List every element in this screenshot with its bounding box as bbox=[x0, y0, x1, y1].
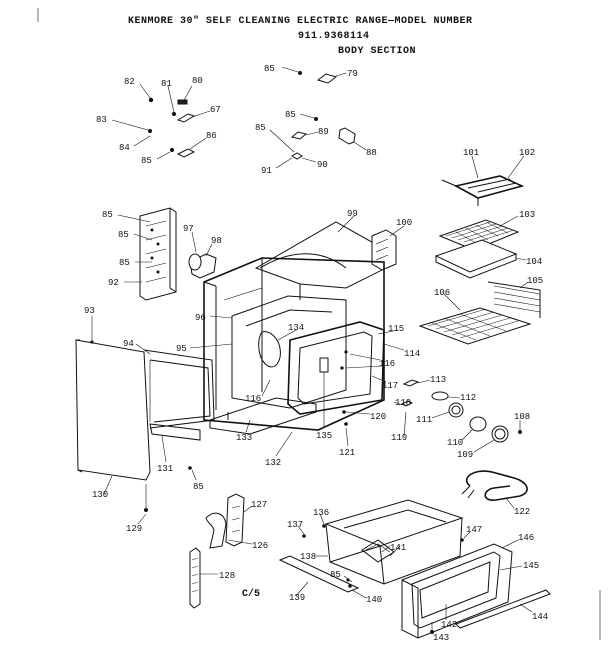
callout-137: 137 bbox=[287, 520, 303, 530]
diagram-title-line3: BODY SECTION bbox=[338, 46, 416, 57]
door-hinges bbox=[189, 493, 253, 609]
callout-numbers: 82 81 80 67 83 84 86 85 85 79 85 85 89 88 91 90 101 102 10… bbox=[84, 64, 548, 643]
knobs-and-bezels bbox=[393, 379, 522, 453]
callout-134: 134 bbox=[288, 323, 304, 333]
callout-85: 85 bbox=[119, 258, 130, 268]
callout-114: 114 bbox=[404, 349, 420, 359]
callout-118: 118 bbox=[395, 398, 411, 408]
callout-91: 91 bbox=[261, 166, 272, 176]
terminal-block bbox=[188, 231, 217, 279]
callout-116: 116 bbox=[379, 359, 395, 369]
callout-108: 108 bbox=[514, 412, 530, 422]
callout-99: 99 bbox=[347, 209, 358, 219]
callout-92: 92 bbox=[108, 278, 119, 288]
control-hardware-group bbox=[111, 83, 211, 160]
callout-104: 104 bbox=[526, 257, 542, 267]
callout-116: 116 bbox=[245, 394, 261, 404]
callout-142: 142 bbox=[441, 620, 457, 630]
callout-67: 67 bbox=[210, 105, 221, 115]
side-panel bbox=[75, 316, 215, 525]
callout-121: 121 bbox=[339, 448, 355, 458]
callout-109: 109 bbox=[457, 450, 473, 460]
broil-element-and-racks bbox=[418, 155, 541, 345]
callout-113: 113 bbox=[430, 375, 446, 385]
storage-drawer bbox=[278, 499, 464, 599]
callout-85: 85 bbox=[193, 482, 204, 492]
diagram-title-line1: KENMORE 30" SELF CLEANING ELECTRIC RANGE… bbox=[128, 15, 473, 27]
callout-85: 85 bbox=[264, 64, 275, 74]
callout-106: 106 bbox=[434, 288, 450, 298]
callout-85: 85 bbox=[330, 570, 341, 580]
callout-100: 100 bbox=[396, 218, 412, 228]
callout-145: 145 bbox=[523, 561, 539, 571]
callout-122: 122 bbox=[514, 507, 530, 517]
callout-79: 79 bbox=[347, 69, 358, 79]
callout-111: 111 bbox=[416, 415, 432, 425]
callout-93: 93 bbox=[84, 306, 95, 316]
callout-85: 85 bbox=[118, 230, 129, 240]
callout-143: 143 bbox=[433, 633, 449, 643]
callout-97: 97 bbox=[183, 224, 194, 234]
callout-88: 88 bbox=[366, 148, 377, 158]
callout-89: 89 bbox=[318, 127, 329, 137]
callout-103: 103 bbox=[519, 210, 535, 220]
callout-135: 135 bbox=[316, 431, 332, 441]
callout-128: 128 bbox=[219, 571, 235, 581]
callout-127: 127 bbox=[251, 500, 267, 510]
callout-119: 119 bbox=[391, 433, 407, 443]
drawer-front-panel bbox=[401, 531, 551, 639]
callout-90: 90 bbox=[317, 160, 328, 170]
callout-102: 102 bbox=[519, 148, 535, 158]
callout-86: 86 bbox=[206, 131, 217, 141]
callout-141: 141 bbox=[390, 543, 406, 553]
callout-85: 85 bbox=[285, 110, 296, 120]
registration-mark bbox=[37, 8, 601, 640]
callout-130: 130 bbox=[92, 490, 108, 500]
callout-144: 144 bbox=[532, 612, 548, 622]
callout-81: 81 bbox=[161, 79, 172, 89]
callout-138: 138 bbox=[300, 552, 316, 562]
callout-132: 132 bbox=[265, 458, 281, 468]
callout-85: 85 bbox=[102, 210, 113, 220]
diagram-title-line2: 911.9368114 bbox=[298, 31, 370, 42]
callout-117: 117 bbox=[382, 381, 398, 391]
callout-133: 133 bbox=[236, 433, 252, 443]
callout-147: 147 bbox=[466, 525, 482, 535]
callout-105: 105 bbox=[527, 276, 543, 286]
bake-element bbox=[461, 470, 528, 509]
callout-94: 94 bbox=[123, 339, 134, 349]
callout-95: 95 bbox=[176, 344, 187, 354]
callout-115: 115 bbox=[388, 324, 404, 334]
callout-83: 83 bbox=[96, 115, 107, 125]
callout-120: 120 bbox=[370, 412, 386, 422]
callout-129: 129 bbox=[126, 524, 142, 534]
callout-85: 85 bbox=[141, 156, 152, 166]
callout-101: 101 bbox=[463, 148, 479, 158]
callout-131: 131 bbox=[157, 464, 173, 474]
footer-code: C/5 bbox=[242, 588, 260, 600]
callout-136: 136 bbox=[313, 508, 329, 518]
callout-98: 98 bbox=[211, 236, 222, 246]
callout-139: 139 bbox=[289, 593, 305, 603]
callout-84: 84 bbox=[119, 143, 130, 153]
small-parts-group bbox=[269, 66, 367, 169]
callout-82: 82 bbox=[124, 77, 135, 87]
callout-140: 140 bbox=[366, 595, 382, 605]
callout-85: 85 bbox=[255, 123, 266, 133]
callout-96: 96 bbox=[195, 313, 206, 323]
callout-110: 110 bbox=[447, 438, 463, 448]
side-panel-bracket bbox=[117, 207, 177, 301]
callout-126: 126 bbox=[252, 541, 268, 551]
callout-80: 80 bbox=[192, 76, 203, 86]
oven-body bbox=[189, 215, 405, 457]
callout-146: 146 bbox=[518, 533, 534, 543]
callout-112: 112 bbox=[460, 393, 476, 403]
